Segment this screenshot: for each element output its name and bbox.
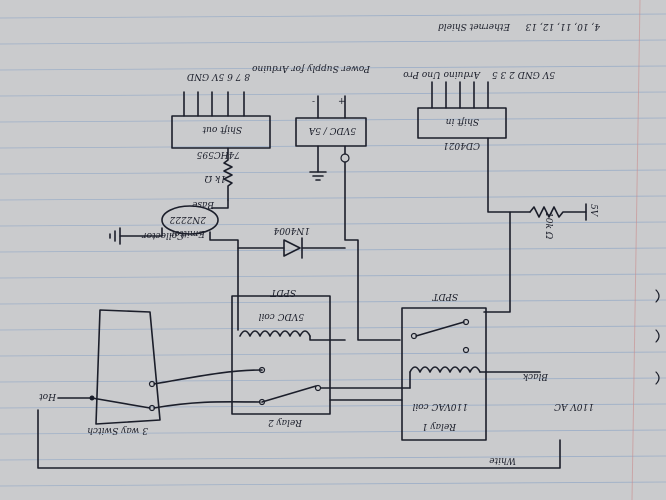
binder-holes <box>655 289 660 385</box>
three-way-switch: 3 way Switch <box>87 309 161 435</box>
relay1-label: Relay 1 <box>422 421 457 431</box>
emitter-ground <box>109 227 163 245</box>
switch-label: 3 way Switch <box>87 425 148 435</box>
relay2-coil-label: 5VDC coil <box>258 311 304 321</box>
ethernet-shield-note: Ethernet Shield <box>438 21 511 31</box>
power-supply-label: 5VDC / 5A <box>308 125 356 135</box>
relay-1: SPDT 110VAC coil Relay 1 <box>401 291 541 441</box>
hot-label: Hot <box>39 391 57 401</box>
mains-label: 110V AC <box>554 401 594 411</box>
shift-in-to-relay1 <box>483 211 511 313</box>
relay1-switch <box>410 318 470 354</box>
base-resistor: 1k Ω <box>204 147 233 201</box>
shift-in-chip-label: CD4021 <box>443 140 480 150</box>
hot-lead: Hot <box>39 391 93 401</box>
transistor-base-label: Base <box>192 199 215 209</box>
traveller-bottom <box>153 400 261 409</box>
margin-line <box>631 0 641 500</box>
transistor-emitter-label: Emitter <box>169 228 206 238</box>
base-resistor-label: 1k Ω <box>204 173 226 183</box>
white-wire-label: White <box>489 455 516 465</box>
white-wire <box>37 409 561 469</box>
relay2-label: Relay 2 <box>268 417 303 427</box>
shift-out-chip-label: 74HC595 <box>196 149 240 159</box>
black-wire-label: Black <box>523 371 549 381</box>
psu-minus: - <box>312 97 315 107</box>
psu-plus: + <box>338 97 346 107</box>
relay1-coil-label: 110VAC coil <box>412 401 468 411</box>
pullup-pin: 5V <box>588 204 598 218</box>
pullup-resistor: 10k Ω 5V <box>529 203 598 240</box>
relay-2: SPDT 5VDC coil Relay 2 <box>231 287 411 427</box>
arduino-uno-note: Arduino Uno Pro <box>403 69 481 79</box>
shift-in-label: Shift in <box>445 116 479 126</box>
collector-wire <box>209 231 239 331</box>
shift-in-wire <box>487 137 531 213</box>
relay2-contact-label: SPDT <box>270 287 296 297</box>
shift-out-chip: Shift out 74HC595 8 7 6 5V GND <box>171 71 271 159</box>
pullup-label: 10k Ω <box>543 212 553 240</box>
transistor-label: 2N2222 <box>169 214 207 224</box>
shift-out-pins: 8 7 6 5V GND <box>187 71 250 81</box>
arduino-pins: 5V GND 2 3 5 <box>492 69 555 79</box>
diode-label: 1N4004 <box>273 225 310 235</box>
ethernet-shield-pins: 4, 10, 11, 12, 13 <box>525 21 601 31</box>
ruled-lines <box>0 13 666 487</box>
diode-1n4004: 1N4004 <box>237 225 346 259</box>
shift-in-chip: Shift in CD4021 <box>417 81 507 150</box>
traveller-top <box>153 369 263 385</box>
shift-out-label: Shift out <box>202 124 242 134</box>
relay1-contact-label: SPDT <box>432 291 458 301</box>
power-supply: 5VDC / 5A Power Supply for Arduino - + <box>251 63 371 147</box>
psu-ground <box>309 145 327 181</box>
psu-positive-rail <box>340 145 401 341</box>
power-supply-caption: Power Supply for Arduino <box>251 63 371 73</box>
